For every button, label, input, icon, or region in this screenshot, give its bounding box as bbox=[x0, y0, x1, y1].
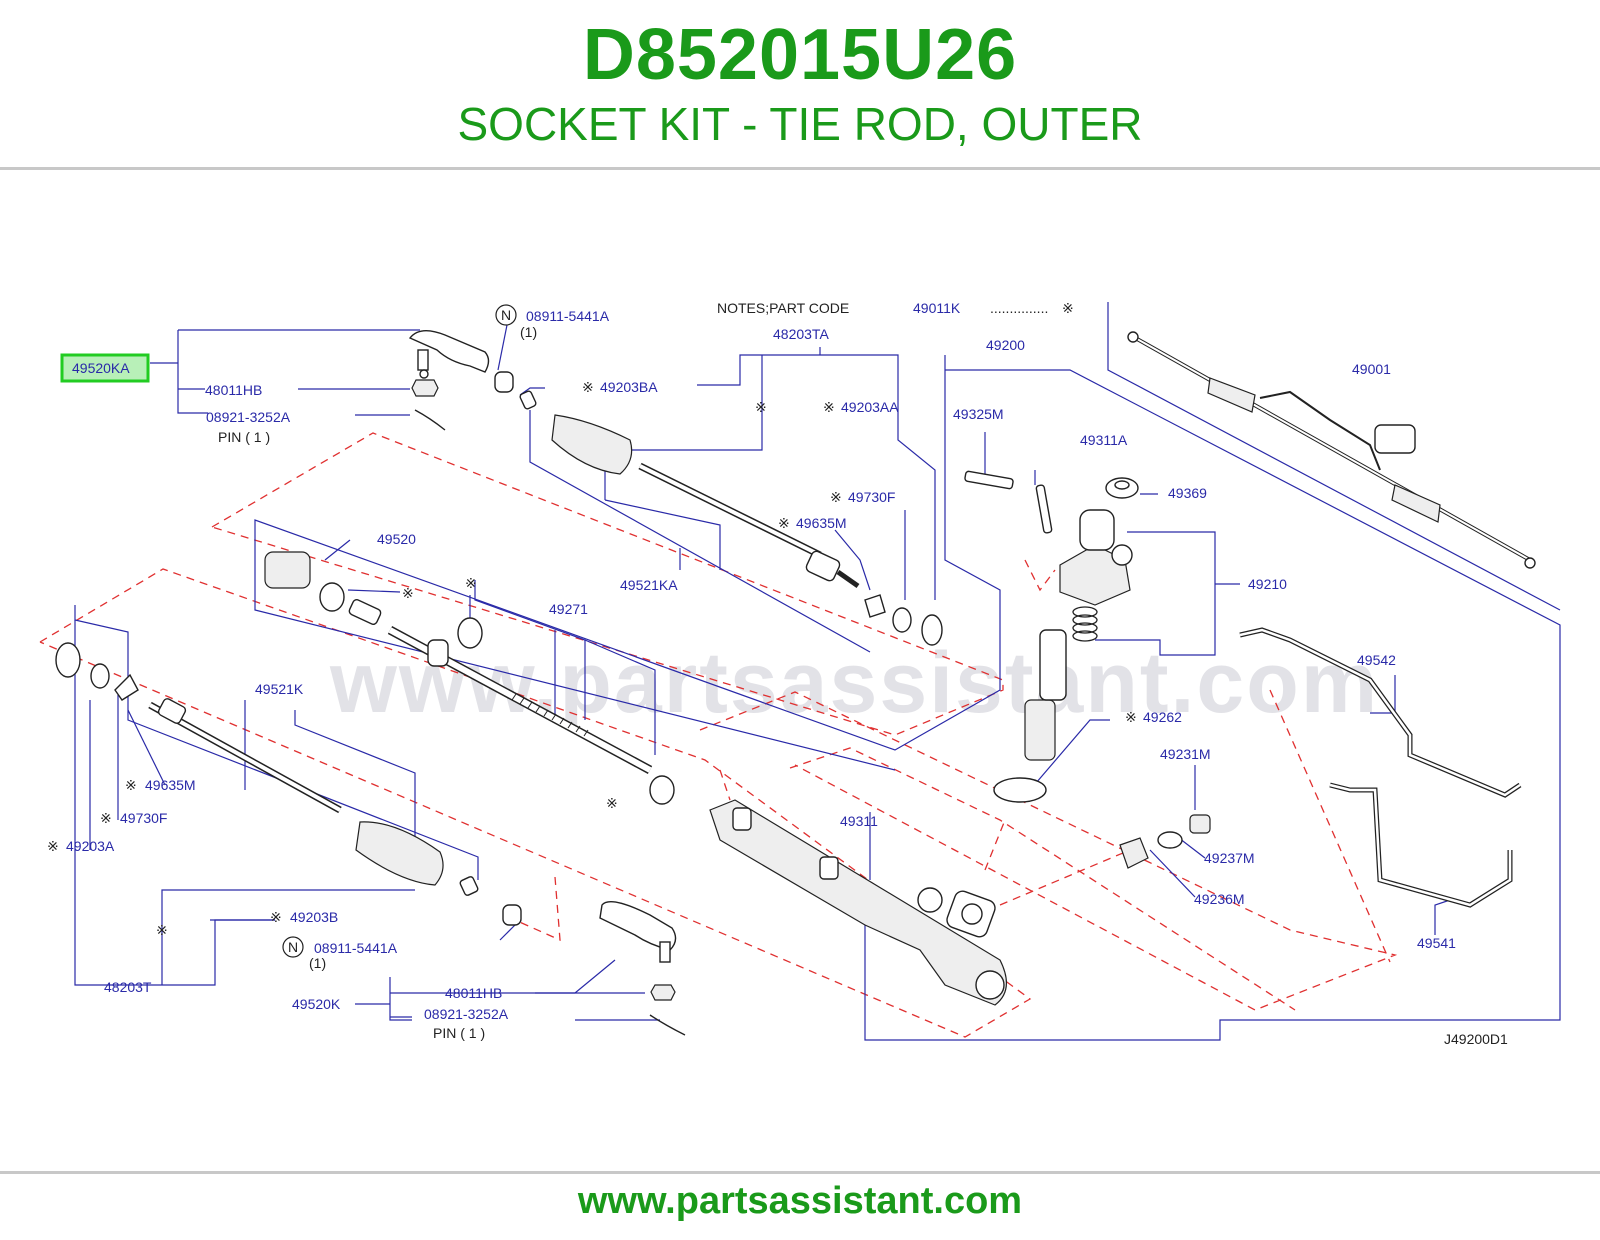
mark-49271-bot: ※ bbox=[606, 795, 618, 811]
callout-48203TA[interactable]: 48203TA bbox=[773, 326, 829, 342]
mark-49203A: ※ bbox=[47, 838, 59, 854]
callout-49541[interactable]: 49541 bbox=[1417, 935, 1456, 951]
callout-labels: 49520KA 48011HB 08921-3252A PIN ( 1 ) N … bbox=[47, 300, 1508, 1047]
callout-49271[interactable]: 49271 bbox=[549, 601, 588, 617]
callout-49520KA[interactable]: 49520KA bbox=[72, 360, 130, 376]
pin-qty-top: PIN ( 1 ) bbox=[218, 429, 270, 445]
callout-49200[interactable]: 49200 bbox=[986, 337, 1025, 353]
callout-49203BA[interactable]: 49203BA bbox=[600, 379, 658, 395]
callout-49210[interactable]: 49210 bbox=[1248, 576, 1287, 592]
footer-divider bbox=[0, 1171, 1600, 1174]
part-sketches bbox=[55, 330, 1536, 1036]
mark-48203TA: ※ bbox=[755, 399, 767, 415]
n-marker-bot bbox=[282, 936, 304, 958]
callout-49203A[interactable]: 49203A bbox=[66, 838, 115, 854]
callout-08911-5441A-top[interactable]: 08911-5441A bbox=[526, 308, 610, 324]
callout-08921-3252A-bot[interactable]: 08921-3252A bbox=[424, 1006, 509, 1022]
qty-top: (1) bbox=[520, 324, 537, 340]
callout-49311[interactable]: 49311 bbox=[840, 813, 878, 829]
diagram-code: J49200D1 bbox=[1444, 1031, 1508, 1047]
callout-49203AA[interactable]: 49203AA bbox=[841, 399, 899, 415]
callout-49730F-bot[interactable]: 49730F bbox=[120, 810, 167, 826]
callout-08911-5441A-bot[interactable]: 08911-5441A bbox=[314, 940, 398, 956]
mark-49520: ※ bbox=[402, 585, 414, 601]
callout-49635M-top[interactable]: 49635M bbox=[796, 515, 847, 531]
callout-49635M-bot[interactable]: 49635M bbox=[145, 777, 196, 793]
dashed-outlines bbox=[39, 432, 1398, 1038]
callout-48011HB-bot[interactable]: 48011HB bbox=[445, 985, 502, 1001]
callout-49520K[interactable]: 49520K bbox=[292, 996, 341, 1012]
n-marker-top bbox=[495, 304, 517, 326]
notes-mark: ※ bbox=[1062, 300, 1074, 316]
mark-49203AA: ※ bbox=[823, 399, 835, 415]
pin-qty-bot: PIN ( 1 ) bbox=[433, 1025, 485, 1041]
header-divider bbox=[0, 167, 1600, 170]
callout-49730F-top[interactable]: 49730F bbox=[848, 489, 895, 505]
callout-49262[interactable]: 49262 bbox=[1143, 709, 1182, 725]
mark-48203T: ※ bbox=[156, 922, 168, 938]
callout-48203T[interactable]: 48203T bbox=[104, 979, 152, 995]
callout-49325M[interactable]: 49325M bbox=[953, 406, 1004, 422]
qty-bot: (1) bbox=[309, 955, 326, 971]
callout-49520[interactable]: 49520 bbox=[377, 531, 416, 547]
n-marker-top-text: N bbox=[501, 307, 511, 323]
highlighted-part-box bbox=[60, 353, 150, 383]
callout-49231M[interactable]: 49231M bbox=[1160, 746, 1211, 762]
mark-49635M-top: ※ bbox=[778, 515, 790, 531]
footer-website[interactable]: www.partsassistant.com bbox=[577, 1180, 1023, 1222]
mark-49730F-bot: ※ bbox=[100, 810, 112, 826]
callout-49203B[interactable]: 49203B bbox=[290, 909, 338, 925]
part-number-title: D852015U26 bbox=[582, 15, 1018, 95]
callout-49311A[interactable]: 49311A bbox=[1080, 432, 1128, 448]
callout-49236M[interactable]: 49236M bbox=[1194, 891, 1245, 907]
callout-08921-3252A-top[interactable]: 08921-3252A bbox=[206, 409, 291, 425]
callout-49237M[interactable]: 49237M bbox=[1204, 850, 1255, 866]
notes-dots: ............... bbox=[990, 300, 1048, 316]
callout-49001[interactable]: 49001 bbox=[1352, 361, 1391, 377]
watermark: www.partsassistant.com bbox=[329, 635, 1379, 731]
callout-49542[interactable]: 49542 bbox=[1357, 652, 1396, 668]
mark-49262: ※ bbox=[1125, 709, 1137, 725]
n-marker-bot-text: N bbox=[288, 939, 298, 955]
mark-49730F-top: ※ bbox=[830, 489, 842, 505]
part-description: SOCKET KIT - TIE ROD, OUTER bbox=[457, 98, 1143, 150]
notes-code: 49011K bbox=[913, 300, 961, 316]
mark-49635M-bot: ※ bbox=[125, 777, 137, 793]
callout-49521K[interactable]: 49521K bbox=[255, 681, 304, 697]
callout-48011HB-top[interactable]: 48011HB bbox=[205, 382, 262, 398]
notes-label: NOTES;PART CODE bbox=[717, 300, 849, 316]
callout-49521KA[interactable]: 49521KA bbox=[620, 577, 678, 593]
mark-49203B: ※ bbox=[270, 909, 282, 925]
leader-lines bbox=[74, 302, 1561, 1041]
mark-49203BA: ※ bbox=[582, 379, 594, 395]
mark-49271: ※ bbox=[465, 575, 477, 591]
callout-49369[interactable]: 49369 bbox=[1168, 485, 1207, 501]
